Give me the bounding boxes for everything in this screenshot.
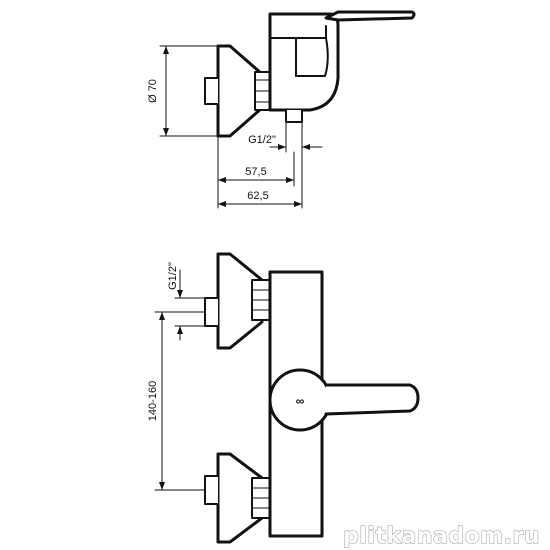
side-pipe-stub xyxy=(204,77,219,105)
diameter-dim-label: Ø 70 xyxy=(147,79,159,103)
front-upper-flange xyxy=(216,252,264,350)
brand-logo-icon: ∞ xyxy=(296,394,305,408)
side-handle-lever xyxy=(324,10,416,22)
depth-dim-label-1: 57,5 xyxy=(245,166,266,178)
watermark-text: plitkanadom.ru xyxy=(343,524,540,549)
depth-dim-label-2: 62,5 xyxy=(247,190,268,202)
front-view: ∞ G1/2" 140-160 xyxy=(147,252,420,544)
front-lower-pipe xyxy=(204,475,219,505)
front-thread-dim-label: G1/2" xyxy=(167,262,179,290)
side-view: Ø 70 G1/2" 57,5 62,5 xyxy=(147,10,416,209)
spacing-dim-label: 140-160 xyxy=(147,381,159,421)
side-outlet xyxy=(285,109,303,123)
front-handle-lever xyxy=(324,383,420,416)
side-thread-dim-label: G1/2" xyxy=(248,134,276,146)
front-upper-pipe xyxy=(204,297,219,327)
